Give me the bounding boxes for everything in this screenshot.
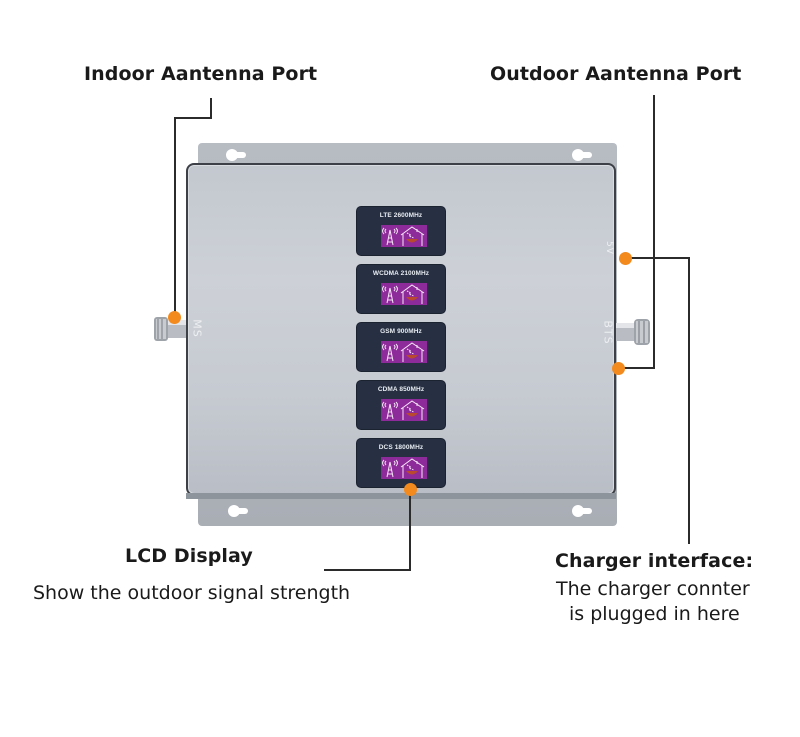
- device-bottom-edge: [186, 493, 616, 499]
- lcd-band-label: GSM 900MHz: [380, 328, 422, 335]
- indoor-port-leader-vertical-2: [210, 98, 212, 119]
- charger-leader-horizontal: [628, 257, 690, 259]
- lcd-screen: [381, 399, 427, 421]
- power-port-marking: 5V: [603, 241, 614, 255]
- outdoor-port-leader-vertical: [653, 95, 655, 369]
- lcd-display-title: LCD Display: [125, 545, 253, 567]
- tower-house-signal-icon: [382, 284, 425, 304]
- charger-leader-vertical: [688, 257, 690, 544]
- lcd-display: DCS 1800MHz: [357, 439, 445, 487]
- lcd-leader-vertical: [409, 489, 411, 571]
- lcd-band-label: LTE 2600MHz: [379, 212, 423, 219]
- outdoor-antenna-connector: [614, 319, 650, 345]
- outdoor-port-leader-horizontal: [620, 367, 655, 369]
- charger-callout-dot: [619, 252, 632, 265]
- charger-interface-title: Charger interface:: [555, 550, 754, 572]
- tower-house-signal-icon: [382, 342, 425, 362]
- bts-port-marking: BTS: [601, 320, 615, 345]
- tower-house-signal-icon: [382, 400, 425, 420]
- indoor-port-leader-vertical-1: [174, 118, 176, 318]
- lcd-screen: [381, 225, 427, 247]
- lcd-display: CDMA 850MHz: [357, 381, 445, 429]
- mount-keyhole-top-left: [226, 149, 250, 161]
- lcd-callout-dot: [404, 483, 417, 496]
- lcd-leader-horizontal: [324, 569, 411, 571]
- charger-interface-description-1: The charger connter: [556, 578, 750, 600]
- lcd-screen: [381, 457, 427, 479]
- charger-interface-description-2: is plugged in here: [569, 603, 740, 625]
- mount-keyhole-top-right: [572, 149, 596, 161]
- outdoor-port-callout-dot: [612, 362, 625, 375]
- indoor-port-callout-dot: [168, 311, 181, 324]
- lcd-display: WCDMA 2100MHz: [357, 265, 445, 313]
- tower-house-signal-icon: [382, 458, 425, 478]
- lcd-display: GSM 900MHz: [357, 323, 445, 371]
- indoor-port-label: Indoor Aantenna Port: [84, 63, 318, 85]
- outdoor-port-label: Outdoor Aantenna Port: [490, 63, 742, 85]
- lcd-display: LTE 2600MHz: [357, 207, 445, 255]
- lcd-band-label: WCDMA 2100MHz: [372, 270, 430, 277]
- mount-keyhole-bottom-right: [572, 505, 596, 517]
- indoor-port-leader-horizontal: [174, 117, 211, 119]
- lcd-screen: [381, 283, 427, 305]
- lcd-band-label: DCS 1800MHz: [378, 444, 424, 451]
- lcd-band-label: CDMA 850MHz: [377, 386, 425, 393]
- lcd-display-description: Show the outdoor signal strength: [33, 582, 351, 604]
- tower-house-signal-icon: [382, 226, 425, 246]
- mount-keyhole-bottom-left: [228, 505, 252, 517]
- lcd-screen: [381, 341, 427, 363]
- ms-port-marking: MS: [190, 319, 204, 338]
